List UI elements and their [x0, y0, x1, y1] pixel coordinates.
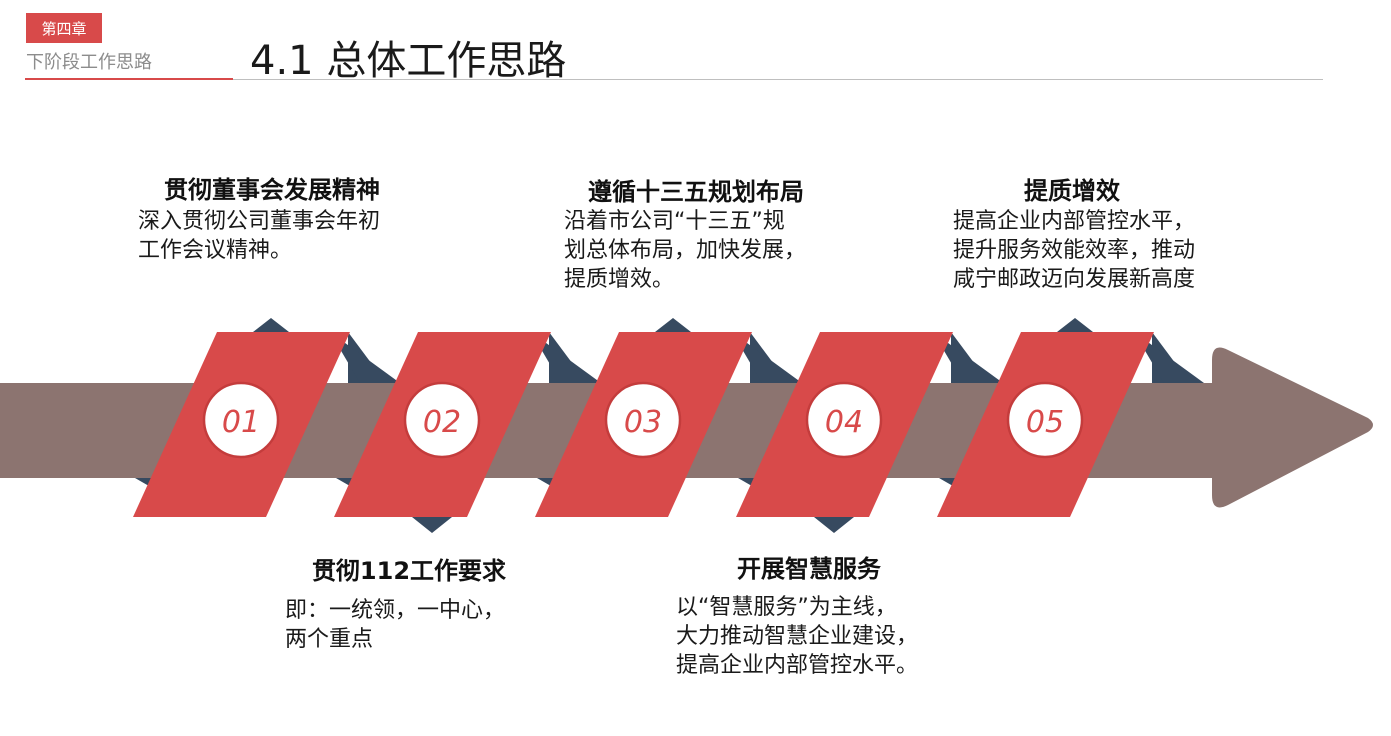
step-number: 02 — [423, 405, 461, 440]
step-heading: 贯彻112工作要求 — [311, 557, 507, 585]
step-2: 02 — [334, 332, 601, 533]
chapter-badge: 第四章 — [26, 13, 102, 43]
description-line: 提高企业内部管控水平。 — [676, 653, 919, 678]
step-description: 即：一统领，一中心， 两个重点 — [285, 596, 505, 654]
step-number: 05 — [1026, 405, 1064, 440]
description-line: 提升服务效能效率，推动 — [953, 238, 1196, 263]
number-circle — [805, 381, 883, 459]
step-1: 01 — [133, 318, 400, 517]
description-line: 以“智慧服务”为主线， — [676, 595, 897, 620]
number-circle — [403, 381, 481, 459]
pointer-up — [655, 318, 691, 332]
title-underline-accent — [25, 78, 233, 80]
pointer-up — [1057, 318, 1093, 332]
ribbon-fold-side — [531, 332, 601, 383]
step-description: 深入贯彻公司董事会年初工作会议精神。 — [138, 207, 380, 265]
number-circle — [202, 381, 280, 459]
ribbon-fold-side — [732, 332, 802, 383]
number-circle — [604, 381, 682, 459]
pointer-up — [253, 318, 289, 332]
description-line: 沿着市公司“十三五”规 — [564, 209, 785, 234]
step-number: 01 — [222, 405, 260, 440]
step-number: 04 — [825, 405, 863, 440]
description-line: 即：一统领，一中心， — [285, 598, 506, 623]
description-line: 大力推动智慧企业建设， — [676, 624, 919, 649]
pointer-down — [412, 517, 452, 533]
description-line: 工作会议精神。 — [138, 238, 293, 263]
title-underline — [233, 79, 1323, 80]
step-heading: 开展智慧服务 — [737, 555, 881, 583]
page-title: 4.1 总体工作思路 — [250, 38, 567, 84]
step-3: 03 — [535, 318, 802, 517]
description-line: 咸宁邮政迈向发展新高度 — [953, 267, 1196, 292]
step-description: 提高企业内部管控水平， 提升服务效能效率，推动咸宁邮政迈向发展新高度 — [953, 207, 1195, 294]
step-heading: 提质增效 — [1024, 177, 1120, 205]
step-description: 以“智慧服务”为主线， 大力推动智慧企业建设， 提高企业内部管控水平。 — [676, 593, 918, 680]
chapter-subtitle: 下阶段工作思路 — [26, 52, 152, 73]
description-line: 划总体布局，加快发展， — [564, 238, 807, 263]
step-number: 03 — [624, 405, 662, 440]
description-line: 提质增效。 — [564, 267, 675, 292]
ribbon-fold-side — [1134, 332, 1204, 383]
step-description: 沿着市公司“十三五”规划总体布局，加快发展， 提质增效。 — [564, 207, 806, 294]
step-heading: 遵循十三五规划布局 — [588, 178, 804, 206]
step-5: 05 — [937, 318, 1204, 517]
ribbon-fold-side — [330, 332, 400, 383]
pointer-down — [814, 517, 854, 533]
description-line: 两个重点 — [285, 627, 374, 652]
description-line: 深入贯彻公司董事会年初 — [138, 209, 381, 234]
description-line: 提高企业内部管控水平， — [953, 209, 1196, 234]
number-circle — [1006, 381, 1084, 459]
step-heading: 贯彻董事会发展精神 — [164, 176, 380, 204]
step-4: 04 — [736, 332, 1003, 533]
ribbon-fold-side — [933, 332, 1003, 383]
